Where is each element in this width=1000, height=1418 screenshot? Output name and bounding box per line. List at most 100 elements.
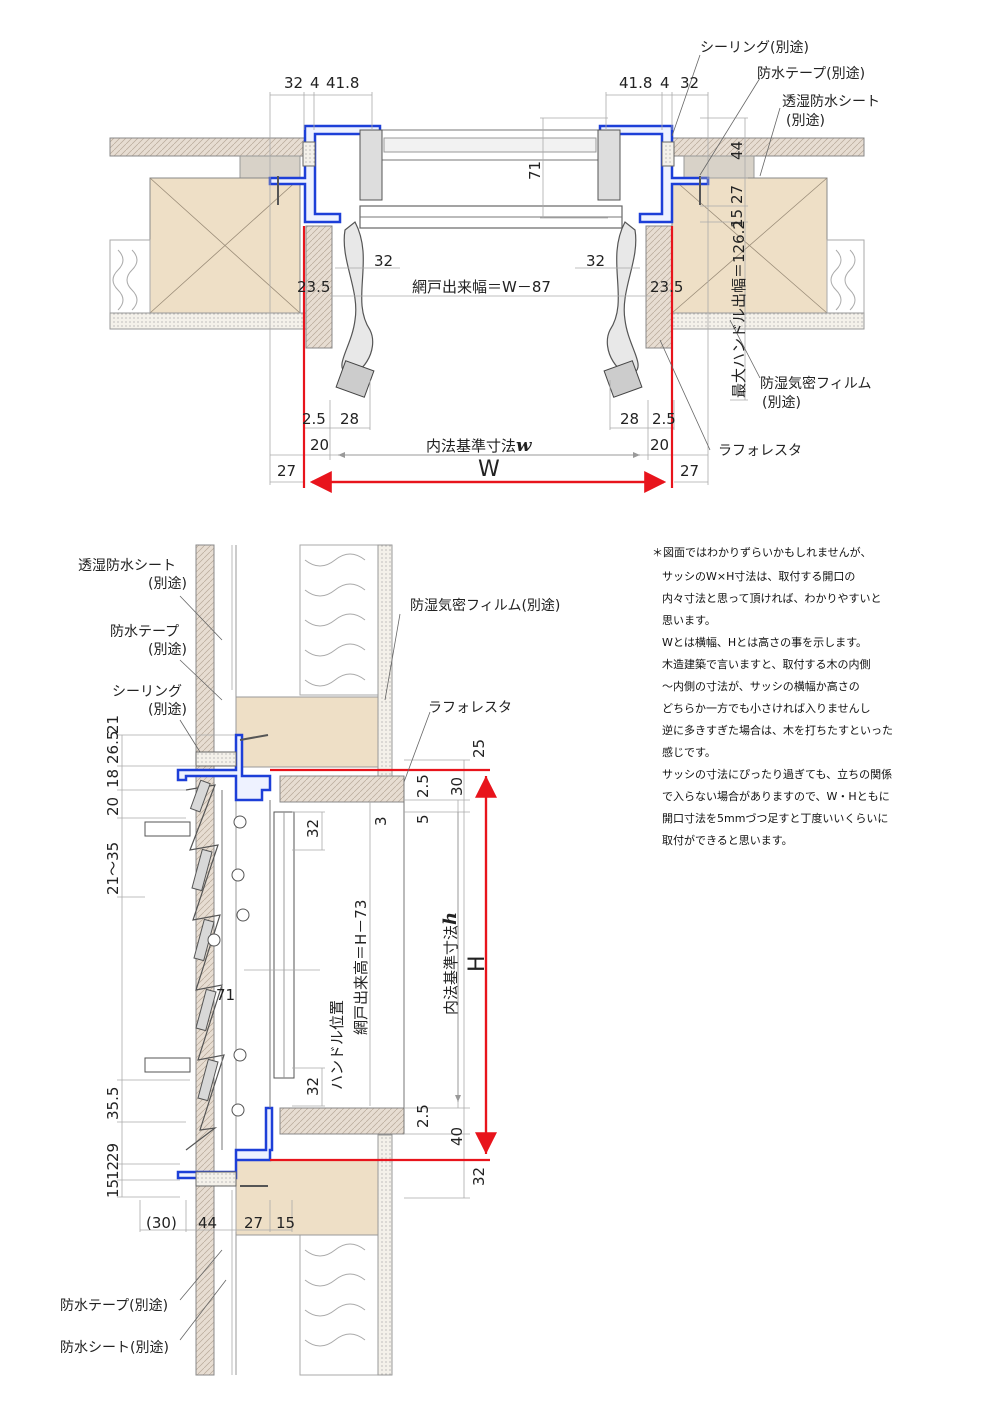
mechanism-right [597,129,621,201]
sec-dim-5: 5 [414,814,432,824]
handle-grip-left [335,360,375,398]
max-handle-label: 最大ハンドル出幅＝126.2 [730,220,748,398]
note-line: ＊図面ではわかりずらいかもしれませんが、 [652,545,871,559]
siding-right [671,137,865,157]
sec-dim-25c: 2.5 [414,1104,432,1128]
dim-235-l: 23.5 [297,278,330,296]
sec-handle-pos: ハンドル位置 [328,1000,346,1090]
interior-board-left [109,312,311,330]
dim-28-br: 28 [620,410,639,428]
dim-235-r: 23.5 [650,278,683,296]
sec-dim-32-right: 32 [470,1167,488,1186]
sec-label-sealing-2: (別途) [148,701,187,718]
dim-27-r: 27 [680,462,699,480]
sec-dim-25: 25 [470,739,488,758]
note-line: で入らない場合がありますので、W・Hともに [662,789,890,803]
sec-dim-12: 12 [104,1161,122,1180]
sec-dim-25b: 2.5 [414,774,432,798]
dim-20-bl: 20 [310,436,329,454]
label-film-1: 防湿気密フィルム [760,375,871,392]
dim-25-br: 2.5 [652,410,676,428]
inner-std-w-prefix: 内法基準寸法w [426,435,533,456]
section-labels: 透湿防水シート (別途) 防水テープ (別途) シーリング (別途) 防湿気密フ… [60,558,560,1356]
handle-right [606,221,639,374]
dim-32-l: 32 [374,252,393,270]
sec-dim-30: (30) [146,1214,177,1232]
insulation-left [109,239,151,314]
sec-dim-18: 18 [104,769,122,788]
sec-label-tape-2: (別途) [148,641,187,658]
sec-dim-3: 3 [372,816,390,826]
label-film-2: (別途) [762,394,801,411]
note-line: 思います。 [662,614,716,627]
sec-dim-20: 20 [104,797,122,816]
sec-dim-71: 71 [216,986,235,1004]
w-label: W [478,457,500,482]
sec-lath-bottom [279,1107,405,1135]
frame-left [268,124,382,224]
sec-dim-32-bottom: 32 [304,1077,322,1096]
label-lath: ラフォレスタ [718,443,802,459]
lath-left [305,225,333,349]
dim-44: 44 [728,141,746,160]
note-line: Wとは横幅、Hとは高さの事を示します。 [662,635,867,649]
sec-dim-29: 29 [104,1143,122,1162]
sec-dim-30v: 30 [448,777,466,796]
glass-pane [383,137,597,153]
dim-32-r: 32 [586,252,605,270]
sec-dim-21-35: 21～35 [104,842,122,895]
dim-32-tr: 32 [680,74,699,92]
mechanism-left [359,129,383,201]
w-red-guides [302,226,674,493]
sec-screen-height: 網戸出来高＝H－73 [352,900,370,1035]
dim-4-tl: 4 [310,74,320,92]
section-view [117,544,497,1376]
sec-dim-265: 26.5 [104,731,122,764]
sec-label-sealing-1: シーリング [112,684,182,700]
sec-frame-head [176,733,272,802]
label-tape: 防水テープ(別途) [757,65,865,82]
sec-dim-15: 15 [104,1179,122,1198]
note-block: ＊図面ではわかりずらいかもしれませんが、 サッシのW×H寸法は、取付する開口の … [652,545,893,847]
sec-label-lath: ラフォレスタ [428,700,512,716]
handle-left [341,221,374,374]
sec-label-sheet-bottom: 防水シート(別途) [60,1339,169,1356]
note-line: どちらか一方でも小さければ入りませんし [662,701,871,715]
dim-20-br: 20 [650,436,669,454]
sec-label-tape-bottom: 防水テープ(別途) [60,1297,168,1314]
dim-418-tr: 41.8 [619,74,652,92]
sec-label-sheet-2: (別途) [148,575,187,592]
dim-25-bl: 2.5 [302,410,326,428]
sec-header-beam [235,696,379,768]
sec-label-film: 防湿気密フィルム(別途) [410,597,560,614]
label-sheet-1: 透湿防水シート [782,94,880,110]
sec-lath-top [279,775,405,803]
plan-labels: 32 4 41.8 41.8 4 32 71 32 32 23.5 23.5 網… [277,39,880,482]
sec-dim-27: 27 [244,1214,263,1232]
note-line: 開口寸法を5mmづつ足すと丁度いいくらいに [662,811,888,825]
dim-32-tl: 32 [284,74,303,92]
note-line: 逆に多きすぎた場合は、木を打ちたすといった [662,723,893,737]
sec-dim-32-top: 32 [304,819,322,838]
dim-27-l: 27 [277,462,296,480]
note-line: ～内側の寸法が、サッシの横幅か高さの [662,679,860,693]
note-line: 木造建築で言いますと、取付する木の内側 [662,657,871,671]
dim-71: 71 [526,161,544,180]
plan-view [109,54,865,493]
screen-width-label: 網戸出来幅＝W－87 [412,278,551,296]
note-line: 内々寸法と思って頂ければ、わかりやすいと [662,591,881,605]
sec-label-sheet-1: 透湿防水シート [78,558,176,574]
dim-418-tl: 41.8 [326,74,359,92]
sec-label-tape-1: 防水テープ [110,624,179,640]
sec-louvers [185,779,225,1151]
sec-board-bottom [377,1134,393,1376]
dim-4-tr: 4 [660,74,670,92]
sec-insulation-top [299,544,379,696]
note-line: サッシのW×H寸法は、取付する開口の [662,569,855,583]
sec-h-label: H [465,955,490,972]
note-line: 感じです。 [662,746,716,759]
dim-27-v: 27 [728,185,746,204]
sec-dim-355: 35.5 [104,1087,122,1120]
dim-28-bl: 28 [340,410,359,428]
